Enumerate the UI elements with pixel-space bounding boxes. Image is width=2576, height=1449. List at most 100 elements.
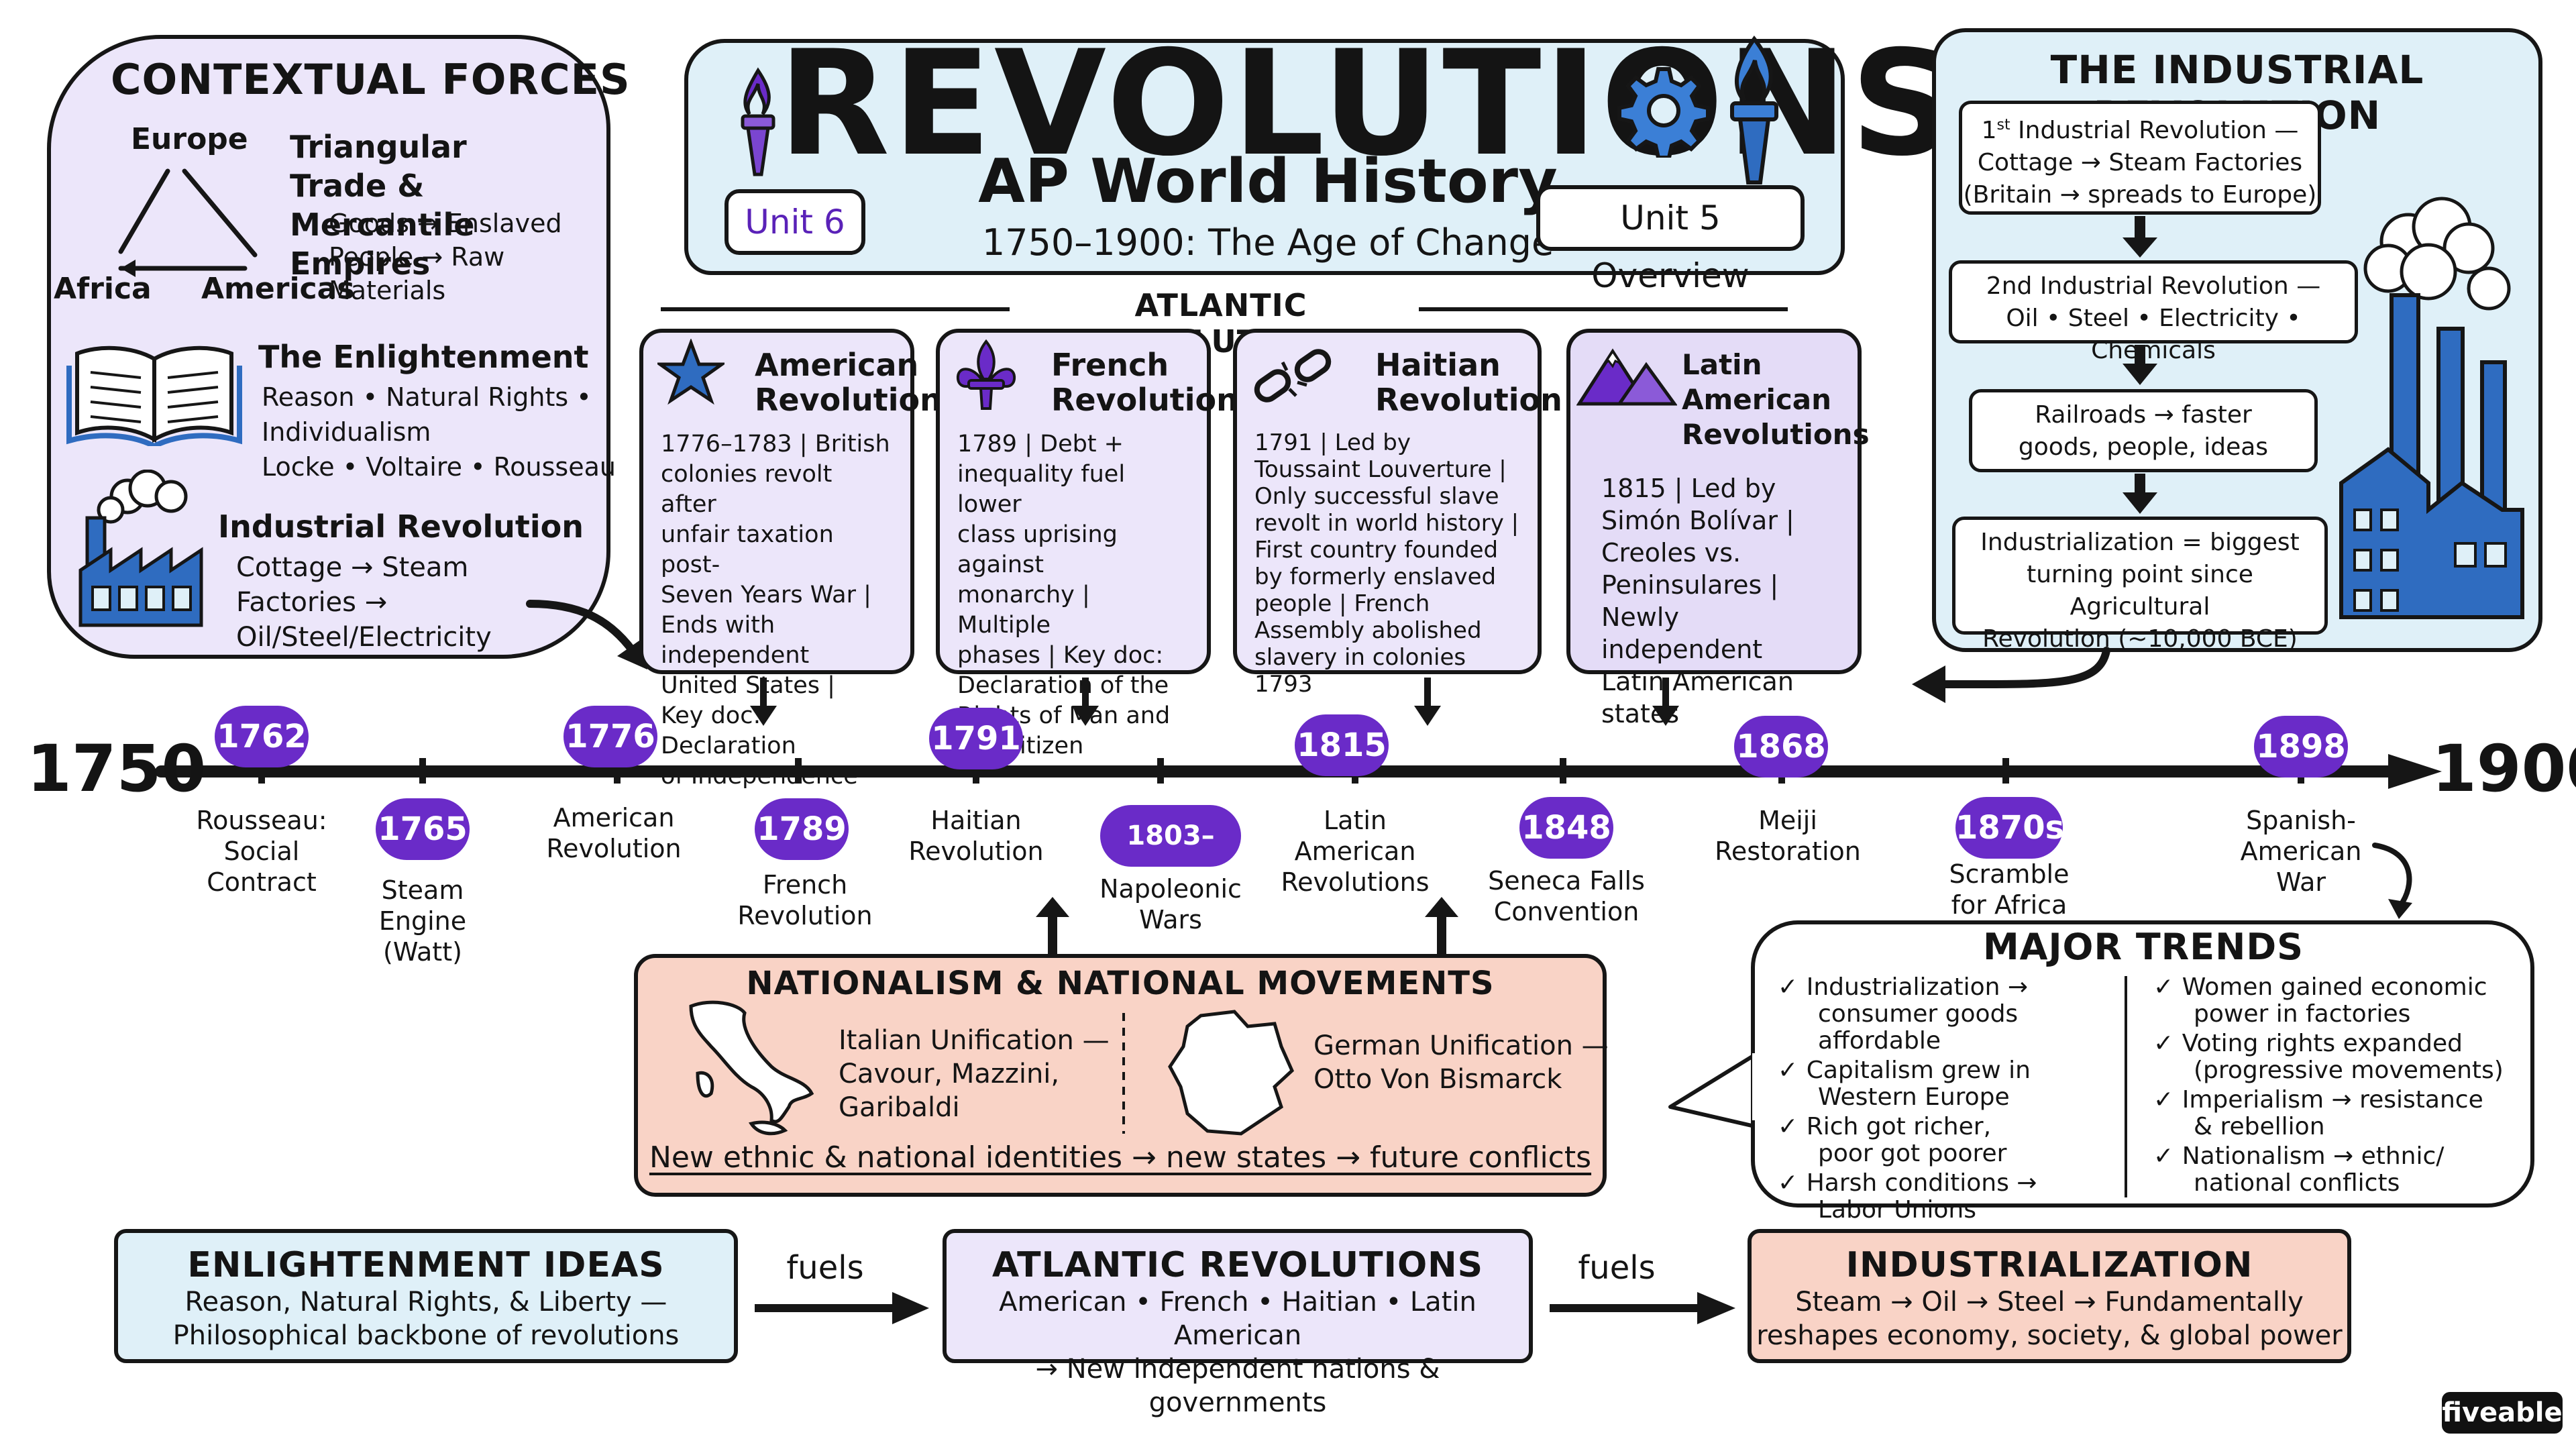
card-title: Latin American Revolutions (1682, 348, 1870, 451)
triangular-trade-diagram (118, 168, 258, 277)
title-banner (684, 39, 1845, 275)
italian-unification: Italian Unification — Cavour, Mazzini, G… (839, 1025, 1110, 1123)
fleur-de-lis-icon (956, 339, 1016, 410)
americas-label: Americas (201, 272, 355, 306)
trends-left-list: ✓ Industrialization →consumer goods affo… (1778, 974, 2120, 1224)
arrow-icon (526, 600, 647, 669)
industrial-revolution-lines: Cottage → Steam Factories → Oil/Steel/El… (236, 552, 492, 653)
check-icon: ✓ (1778, 1113, 1807, 1140)
torch-icon (741, 67, 775, 176)
timeline-label-1765: Steam Engine(Watt) (378, 875, 467, 967)
timeline-year-1803-1815: 1803–1815 (1100, 805, 1241, 913)
trend-item: ✓ Voting rights expanded(progressive mov… (2153, 1030, 2504, 1084)
divider-dashed (1122, 1013, 1125, 1134)
trend-item: ✓ Harsh conditions →Labor Unions (1778, 1169, 2037, 1224)
torch-icon-right (1730, 35, 1778, 184)
page-subtitle: AP World History (978, 146, 1558, 217)
curved-arrow-icon (1912, 647, 2110, 703)
card-latin-american-revolutions: Latin American Revolutions 1815 | Led by… (1566, 329, 1870, 729)
check-icon: ✓ (2153, 1142, 2182, 1170)
major-trends-title: MAJOR TRENDS (1982, 926, 2304, 968)
timeline-year-1870s: 1870s (1955, 797, 2064, 859)
nationalism-panel (634, 954, 1607, 1197)
unit-5-ribbon: Unit 5 Overview (1536, 185, 1805, 295)
check-icon: ✓ (1778, 1169, 1807, 1197)
atlantic-label-rule (661, 307, 1788, 311)
industrial-step-3: Railroads → faster goods, people, ideas (1969, 389, 2318, 472)
gear-icon (1617, 67, 1710, 158)
enlightenment-ideas-box: ENLIGHTENMENT IDEAS Reason, Natural Righ… (114, 1229, 738, 1363)
triangular-trade-lines: Goods → Enslaved People → Raw Materials (329, 209, 562, 305)
curl-arrow-icon (2372, 843, 2412, 919)
check-icon: ✓ (2153, 973, 2182, 1001)
industrial-step-1: 1st Industrial Revolution — Cottage → St… (1959, 101, 2321, 215)
card-title: Haitian Revolution (1375, 347, 1562, 418)
fuels-arrow-1 (755, 1292, 929, 1324)
nationalism-title: NATIONALISM & NATIONAL MOVEMENTS (746, 965, 1495, 1002)
nationalism-up-arrows (1036, 897, 1458, 956)
fuels-label-2: fuels (1578, 1249, 1656, 1287)
speech-bubble-tail (1668, 1051, 1759, 1129)
timeline-end: 1900 (2432, 731, 2576, 806)
contextual-forces-cloud (47, 35, 610, 659)
timeline-year-1776: 1776 (564, 706, 657, 767)
check-icon: ✓ (1778, 1057, 1807, 1084)
factory-icon (78, 470, 203, 627)
industrial-step-4: Industrialization = biggest turning poin… (1952, 517, 2328, 653)
check-icon: ✓ (2153, 1030, 2182, 1057)
broken-chain-icon (1254, 349, 1332, 402)
open-book-icon (66, 345, 242, 446)
mountains-icon (1576, 348, 1677, 406)
date-range: 1750–1900: The Age of Change (981, 221, 1554, 264)
trend-item: ✓ Industrialization →consumer goods affo… (1778, 973, 2029, 1055)
nationalism-footer: New ethnic & national identities → new s… (649, 1140, 1592, 1175)
trend-item: ✓ Nationalism → ethnic/national conflict… (2153, 1142, 2445, 1197)
trend-item: ✓ Rich got richer,poor got poorer (1778, 1113, 2007, 1167)
timeline-year-1791: 1791 (929, 708, 1023, 769)
card-body: 1815 | Led by Simón Bolívar | Creoles vs… (1601, 474, 1794, 729)
italy-map-icon (689, 1000, 814, 1136)
flow-arrows (2123, 216, 2157, 514)
card-title: French Revolution (1051, 347, 1238, 418)
check-icon: ✓ (1778, 973, 1807, 1001)
major-trends-bubble (1751, 920, 2534, 1208)
check-icon: ✓ (2153, 1086, 2182, 1114)
timeline-year-1848: 1848 (1519, 797, 1613, 859)
german-unification: German Unification — Otto Von Bismarck (1313, 1030, 1609, 1095)
timeline-start: 1750 (27, 731, 207, 806)
timeline-year-1815: 1815 (1295, 714, 1389, 776)
trends-divider (2125, 976, 2127, 1197)
enlightenment-title: The Enlightenment (258, 339, 589, 375)
timeline-year-1868: 1868 (1734, 716, 1828, 777)
africa-label: Africa (54, 272, 152, 306)
timeline-year-1765: 1765 (376, 798, 470, 860)
star-icon (657, 339, 724, 405)
timeline-year-1762: 1762 (215, 706, 309, 767)
card-french-revolution: French Revolution 1789 | Debt + inequali… (936, 329, 1238, 759)
card-down-arrows (750, 678, 1679, 726)
europe-label: Europe (131, 122, 248, 156)
germany-map-icon (1168, 1010, 1295, 1136)
fuels-label-1: fuels (786, 1249, 864, 1287)
industrial-revolution-title: Industrial Revolution (218, 508, 584, 545)
card-body: 1776–1783 | British colonies revolt afte… (661, 431, 890, 790)
industrial-step-2: 2nd Industrial Revolution — Oil • Steel … (1949, 260, 2358, 364)
factory-smokestacks-icon (2339, 197, 2524, 619)
fuels-arrow-2 (1550, 1292, 1735, 1324)
card-title: American Revolution (755, 347, 942, 418)
timeline-year-1789: 1789 (755, 798, 849, 860)
fiveable-logo: fiveable (2442, 1392, 2563, 1434)
industrialization-box: INDUSTRIALIZATION Steam → Oil → Steel → … (1748, 1229, 2351, 1363)
triangular-trade-title: Triangular Trade & Mercantile Empires (290, 129, 475, 282)
contextual-forces-title: CONTEXTUAL FORCES (111, 55, 631, 104)
